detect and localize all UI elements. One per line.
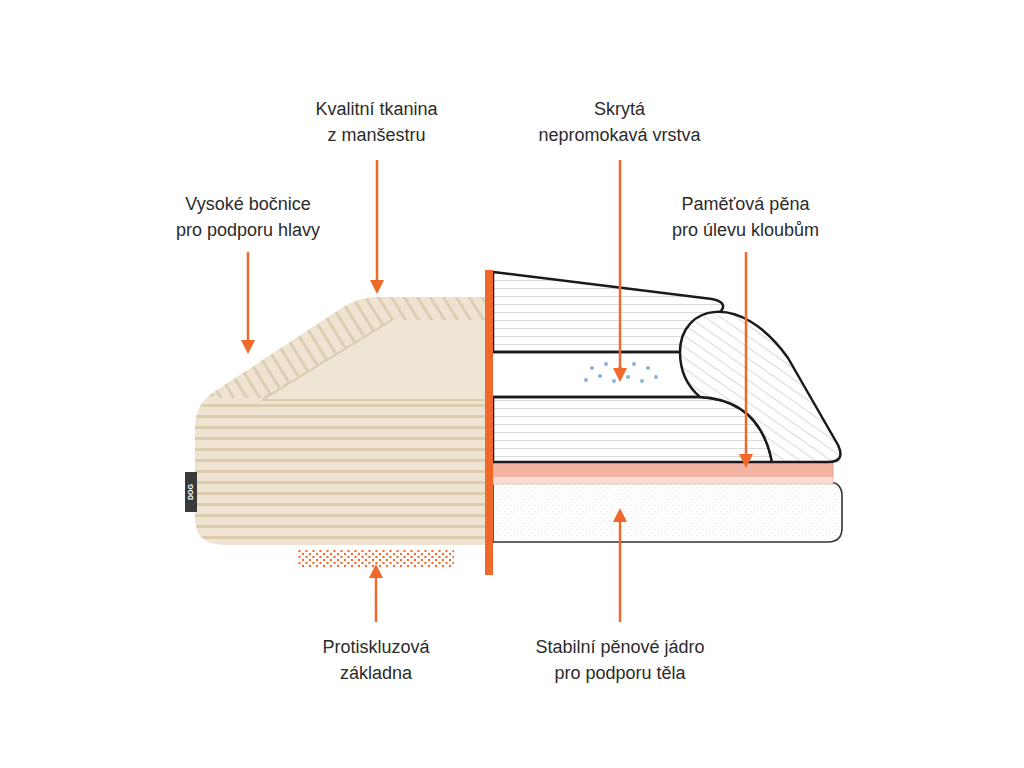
callout-label: Kvalitní tkanina z manšestru	[289, 96, 464, 148]
divider-bar	[485, 270, 493, 575]
brand-tag	[185, 472, 197, 512]
waterproof-layer	[493, 352, 693, 397]
callout-label: Skrytá nepromokavá vrstva	[532, 96, 707, 148]
memory-foam	[493, 462, 833, 476]
callout-label: Stabilní pěnové jádro pro podporu těla	[520, 634, 720, 686]
brand-label: DOG	[186, 482, 196, 502]
foam-core	[493, 482, 842, 542]
cutaway	[493, 272, 842, 542]
cover-bolster	[680, 312, 840, 462]
cover-seat	[493, 397, 772, 462]
callout-label: Protiskluzová základna	[301, 634, 451, 686]
corduroy-bed	[185, 297, 487, 545]
callout-label: Paměťová pěna pro úlevu kloubům	[658, 191, 833, 243]
bed-seat	[262, 320, 487, 400]
callout-label: Vysoké bočnice pro podporu hlavy	[163, 191, 333, 243]
foam-layer-light	[493, 476, 833, 484]
bed-body	[195, 297, 487, 545]
